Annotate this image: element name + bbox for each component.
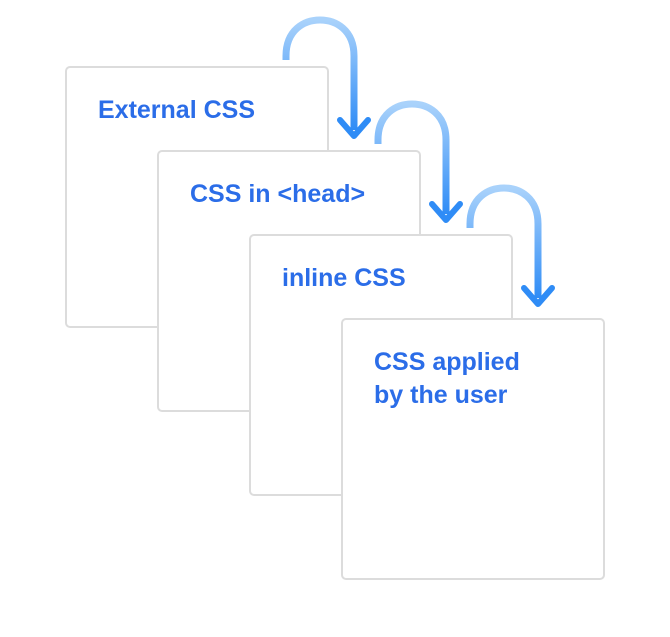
- curved-arrow-icon: [282, 16, 371, 139]
- card-label-external-css: External CSS: [98, 96, 256, 124]
- card-label-inline-css: inline CSS: [282, 264, 406, 292]
- card-label-user-css: CSS applied by the user: [374, 348, 520, 409]
- card-label-css-in-head: CSS in <head>: [190, 180, 366, 208]
- curved-arrow-icon: [374, 100, 463, 223]
- card-user-css: CSS applied by the user: [341, 318, 605, 580]
- curved-arrow-icon: [466, 184, 555, 307]
